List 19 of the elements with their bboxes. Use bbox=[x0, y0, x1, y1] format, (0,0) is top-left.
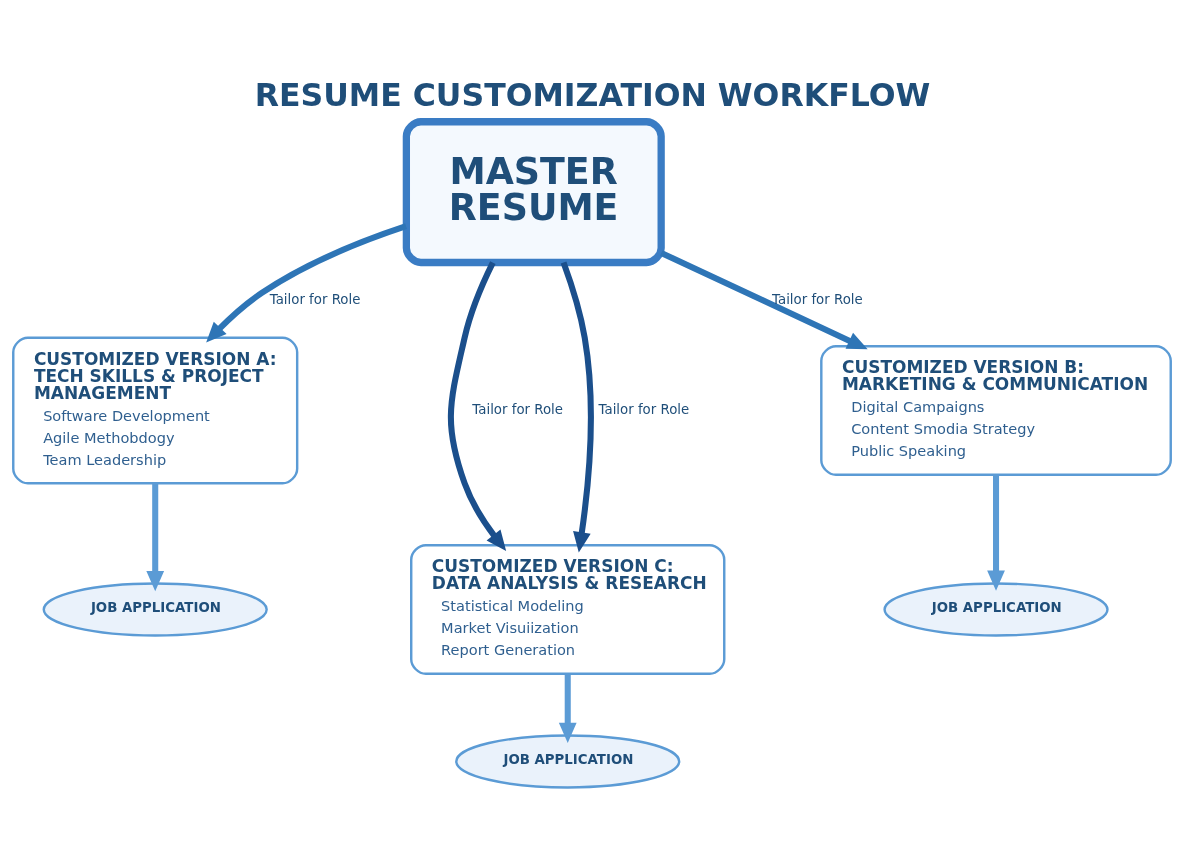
node-box: CUSTOMIZED VERSION B: MARKETING & COMMUNICATION Digital Campaigns Content Smodia Strategy Public Speaking bbox=[820, 345, 1172, 477]
node-ellipse: JOB APPLICATION bbox=[883, 582, 1109, 637]
node-box: MASTER RESUME bbox=[402, 118, 665, 267]
node-ellipse: JOB APPLICATION bbox=[455, 734, 681, 789]
arrow bbox=[447, 261, 507, 551]
arrow bbox=[660, 250, 868, 350]
arrow bbox=[558, 674, 577, 744]
edge-label: Tailor for Role bbox=[472, 401, 564, 417]
edge-label: Tailor for Role bbox=[269, 291, 361, 307]
arrow bbox=[560, 261, 594, 553]
arrow bbox=[987, 475, 1005, 591]
arrow bbox=[146, 483, 165, 592]
node-box: CUSTOMIZED VERSION A: TECH SKILLS & PROJECT MANAGEMENT Software Development Agile Methobdogy Team Leadership bbox=[12, 336, 299, 485]
node-box: CUSTOMIZED VERSION C: DATA ANALYSIS & RESEARCH Statistical Modeling Market Visuiization Report Generation bbox=[410, 543, 726, 675]
arrow bbox=[206, 223, 407, 343]
node-ellipse: JOB APPLICATION bbox=[42, 582, 268, 637]
edge-label: Tailor for Role bbox=[772, 291, 863, 307]
diagram-title: RESUME CUSTOMIZATION WORKFLOW bbox=[254, 76, 931, 113]
edge-label: Tailor for Role bbox=[598, 401, 690, 417]
